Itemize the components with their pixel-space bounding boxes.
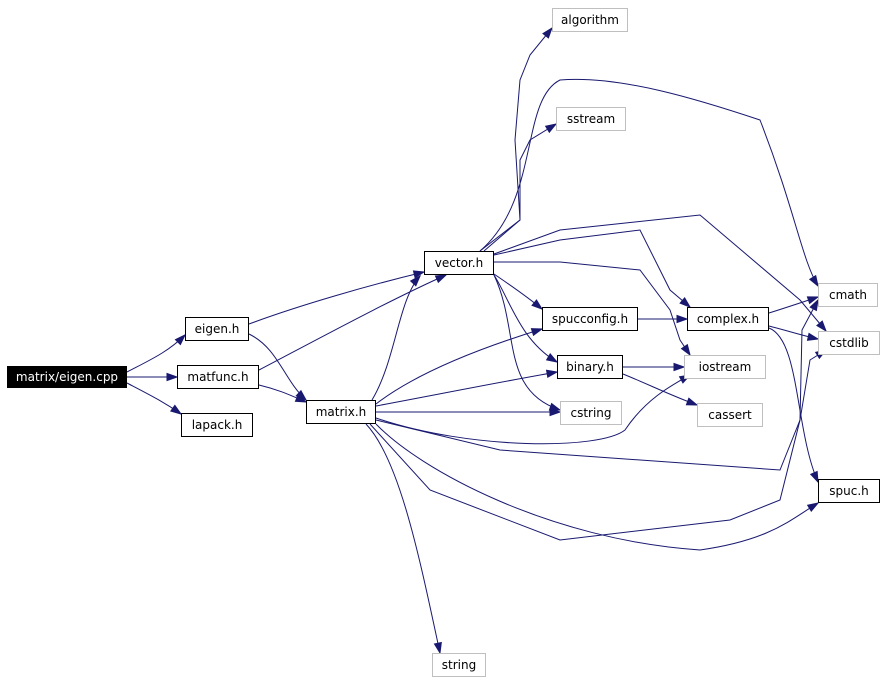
node-lapack-h[interactable]: lapack.h bbox=[181, 413, 253, 437]
edge-arrowhead bbox=[808, 274, 819, 288]
edge-vector-to-binary bbox=[493, 274, 559, 363]
edge-matrix-to-binary bbox=[375, 369, 559, 407]
edge-arrowhead bbox=[548, 402, 562, 411]
edge-binary-to-iostream bbox=[623, 362, 686, 372]
edge-line bbox=[493, 274, 558, 363]
edge-vector-to-spucconfig bbox=[493, 273, 544, 310]
edge-line bbox=[375, 371, 558, 407]
edge-root-to-matfunc bbox=[127, 372, 179, 382]
edge-arrowhead bbox=[806, 332, 820, 341]
edge-line bbox=[369, 299, 819, 541]
edge-matrix-to-vector bbox=[371, 274, 422, 401]
edge-arrowhead bbox=[680, 343, 691, 357]
edge-spucconfig-to-complex bbox=[638, 314, 689, 324]
edge-vector-to-algorithm bbox=[479, 26, 553, 252]
edge-matrix-to-string bbox=[365, 423, 442, 655]
node-iostream: iostream bbox=[684, 355, 766, 379]
edge-arrowhead bbox=[412, 270, 426, 279]
edge-matfunc-to-matrix bbox=[258, 384, 308, 403]
edge-line bbox=[365, 423, 441, 654]
node-cmath: cmath bbox=[818, 283, 878, 307]
node-vector-h[interactable]: vector.h bbox=[424, 251, 494, 275]
edge-vector-to-sstream bbox=[483, 123, 558, 252]
edge-arrowhead bbox=[679, 296, 692, 308]
edge-complex-to-cstdlib bbox=[768, 325, 820, 341]
edge-binary-to-cassert bbox=[622, 373, 699, 406]
node-cstring: cstring bbox=[560, 401, 622, 425]
edge-arrowhead bbox=[545, 369, 559, 378]
edge-eigen-to-vector bbox=[248, 270, 426, 325]
node-binary-h[interactable]: binary.h bbox=[557, 355, 623, 379]
edge-arrowhead bbox=[530, 328, 544, 337]
edge-arrowhead bbox=[174, 333, 187, 346]
edge-line bbox=[258, 274, 447, 371]
edge-line bbox=[371, 275, 421, 401]
edge-arrowhead bbox=[806, 502, 820, 513]
edge-arrowhead bbox=[806, 296, 820, 305]
node-cstdlib: cstdlib bbox=[818, 331, 880, 355]
edge-line bbox=[483, 123, 557, 252]
edge-complex-to-spuc bbox=[768, 327, 819, 484]
edge-line bbox=[248, 271, 425, 325]
edge-line bbox=[493, 214, 827, 332]
node-string: string bbox=[432, 653, 486, 677]
edge-arrowhead bbox=[816, 320, 827, 333]
node-spucconfig-h[interactable]: spucconfig.h bbox=[542, 307, 638, 331]
edge-line bbox=[375, 328, 543, 405]
edge-line bbox=[768, 327, 819, 483]
node-matrix-h[interactable]: matrix.h bbox=[306, 400, 376, 424]
edge-root-to-lapack bbox=[126, 382, 183, 415]
edge-line bbox=[375, 423, 819, 551]
edge-arrowhead bbox=[169, 404, 183, 415]
edge-matrix-to-spucconfig bbox=[375, 328, 544, 405]
edge-arrowhead bbox=[294, 393, 308, 403]
edge-arrowhead bbox=[685, 397, 699, 406]
edge-matfunc-to-vector bbox=[258, 274, 448, 371]
node-matrix-eigen-cpp: matrix/eigen.cpp bbox=[7, 366, 127, 388]
edge-vector-to-cstdlib bbox=[493, 214, 827, 333]
edge-arrowhead bbox=[544, 123, 558, 134]
edge-line bbox=[479, 27, 553, 252]
edge-arrowhead bbox=[676, 314, 689, 324]
edge-arrowhead bbox=[531, 299, 544, 310]
edge-arrowhead bbox=[433, 641, 442, 655]
edge-arrowhead bbox=[809, 470, 819, 484]
edge-matrix-to-spuc bbox=[375, 423, 820, 551]
node-sstream: sstream bbox=[556, 107, 626, 131]
node-cassert: cassert bbox=[697, 403, 763, 427]
edge-matrix-to-iostream bbox=[375, 374, 692, 445]
edge-vector-to-cstring bbox=[493, 274, 562, 411]
edge-line bbox=[375, 374, 691, 445]
edge-line bbox=[479, 78, 819, 287]
edge-root-to-eigen bbox=[126, 333, 187, 373]
edge-line bbox=[375, 349, 827, 471]
node-algorithm: algorithm bbox=[552, 8, 628, 32]
edge-arrowhead bbox=[673, 362, 686, 372]
edge-line bbox=[493, 274, 561, 411]
edge-line bbox=[494, 261, 691, 356]
edge-vector-to-cmath bbox=[479, 78, 819, 288]
edge-arrowhead bbox=[809, 298, 819, 312]
edge-matrix-to-cstring bbox=[376, 407, 562, 417]
edge-arrowhead bbox=[434, 274, 448, 284]
edge-arrowhead bbox=[409, 274, 422, 287]
node-complex-h[interactable]: complex.h bbox=[687, 307, 769, 331]
node-spuc-h[interactable]: spuc.h bbox=[818, 479, 880, 503]
edge-arrowhead bbox=[542, 26, 553, 39]
edge-vector-to-complex bbox=[493, 229, 692, 308]
node-matfunc-h[interactable]: matfunc.h bbox=[177, 365, 259, 389]
edge-arrowhead bbox=[166, 372, 179, 382]
edge-complex-to-cmath bbox=[768, 296, 820, 314]
node-eigen-h[interactable]: eigen.h bbox=[185, 317, 249, 341]
edge-matrix-to-cmath bbox=[369, 298, 819, 541]
edge-arrowhead bbox=[545, 353, 559, 363]
edge-vector-to-iostream bbox=[494, 261, 691, 357]
edge-line bbox=[493, 229, 691, 308]
